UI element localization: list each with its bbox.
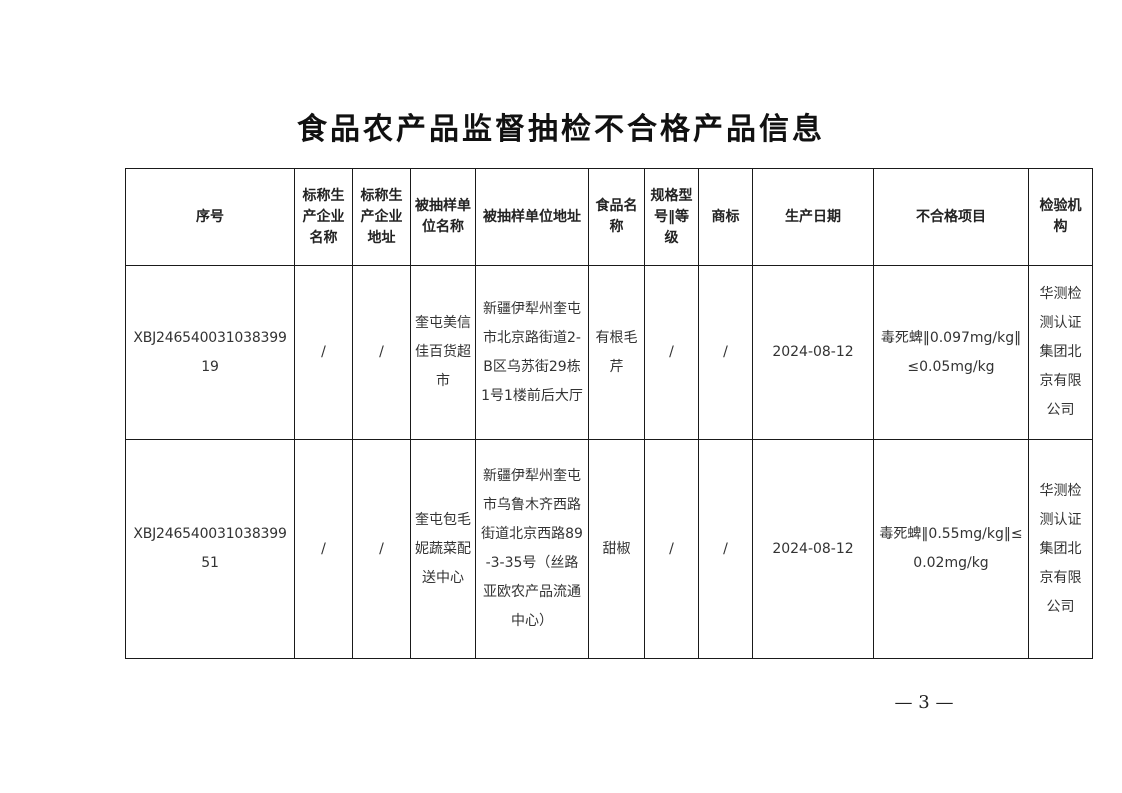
- failed-item-cell: 毒死蜱‖0.097mg/kg‖≤0.05mg/kg: [873, 265, 1029, 440]
- header-cell: 规格型号‖等级: [644, 168, 699, 266]
- testing-agency-cell: 华测检测认证集团北京有限公司: [1028, 439, 1093, 659]
- sampled-unit-address-cell: 新疆伊犁州奎屯市乌鲁木齐西路街道北京西路89-3-35号（丝路亚欧农产品流通中心…: [475, 439, 589, 659]
- sample-id-cell: XBJ24654003103839951: [125, 439, 295, 659]
- trademark-cell: /: [698, 265, 753, 440]
- table-row: XBJ24654003103839951 / / 奎屯包毛妮蔬菜配送中心 新疆伊…: [125, 439, 1093, 659]
- manufacturer-address-cell: /: [352, 265, 411, 440]
- page-number: — 3 —: [894, 692, 954, 713]
- spec-grade-cell: /: [644, 439, 699, 659]
- table-header-row: 序号 标称生产企业名称 标称生产企业地址 被抽样单位名称 被抽样单位地址 食品名…: [125, 168, 1093, 266]
- production-date-cell: 2024-08-12: [752, 439, 874, 659]
- header-cell: 不合格项目: [873, 168, 1029, 266]
- page-title: 食品农产品监督抽检不合格产品信息: [297, 112, 825, 147]
- manufacturer-name-cell: /: [294, 265, 353, 440]
- sample-id-cell: XBJ24654003103839919: [125, 265, 295, 440]
- header-cell: 被抽样单位地址: [475, 168, 589, 266]
- header-cell: 标称生产企业名称: [294, 168, 353, 266]
- header-cell: 被抽样单位名称: [410, 168, 476, 266]
- testing-agency-cell: 华测检测认证集团北京有限公司: [1028, 265, 1093, 440]
- header-cell: 生产日期: [752, 168, 874, 266]
- header-cell: 食品名称: [588, 168, 645, 266]
- sampled-unit-name-cell: 奎屯美信佳百货超市: [410, 265, 476, 440]
- sampled-unit-address-cell: 新疆伊犁州奎屯市北京路街道2-B区乌苏街29栋1号1楼前后大厅: [475, 265, 589, 440]
- table-row: XBJ24654003103839919 / / 奎屯美信佳百货超市 新疆伊犁州…: [125, 265, 1093, 440]
- header-cell: 商标: [698, 168, 753, 266]
- failed-item-cell: 毒死蜱‖0.55mg/kg‖≤0.02mg/kg: [873, 439, 1029, 659]
- header-cell: 序号: [125, 168, 295, 266]
- food-name-cell: 甜椒: [588, 439, 645, 659]
- food-name-cell: 有根毛芹: [588, 265, 645, 440]
- spec-grade-cell: /: [644, 265, 699, 440]
- unqualified-products-table: 序号 标称生产企业名称 标称生产企业地址 被抽样单位名称 被抽样单位地址 食品名…: [125, 168, 1093, 659]
- header-cell: 检验机构: [1028, 168, 1093, 266]
- trademark-cell: /: [698, 439, 753, 659]
- production-date-cell: 2024-08-12: [752, 265, 874, 440]
- manufacturer-name-cell: /: [294, 439, 353, 659]
- sampled-unit-name-cell: 奎屯包毛妮蔬菜配送中心: [410, 439, 476, 659]
- manufacturer-address-cell: /: [352, 439, 411, 659]
- header-cell: 标称生产企业地址: [352, 168, 411, 266]
